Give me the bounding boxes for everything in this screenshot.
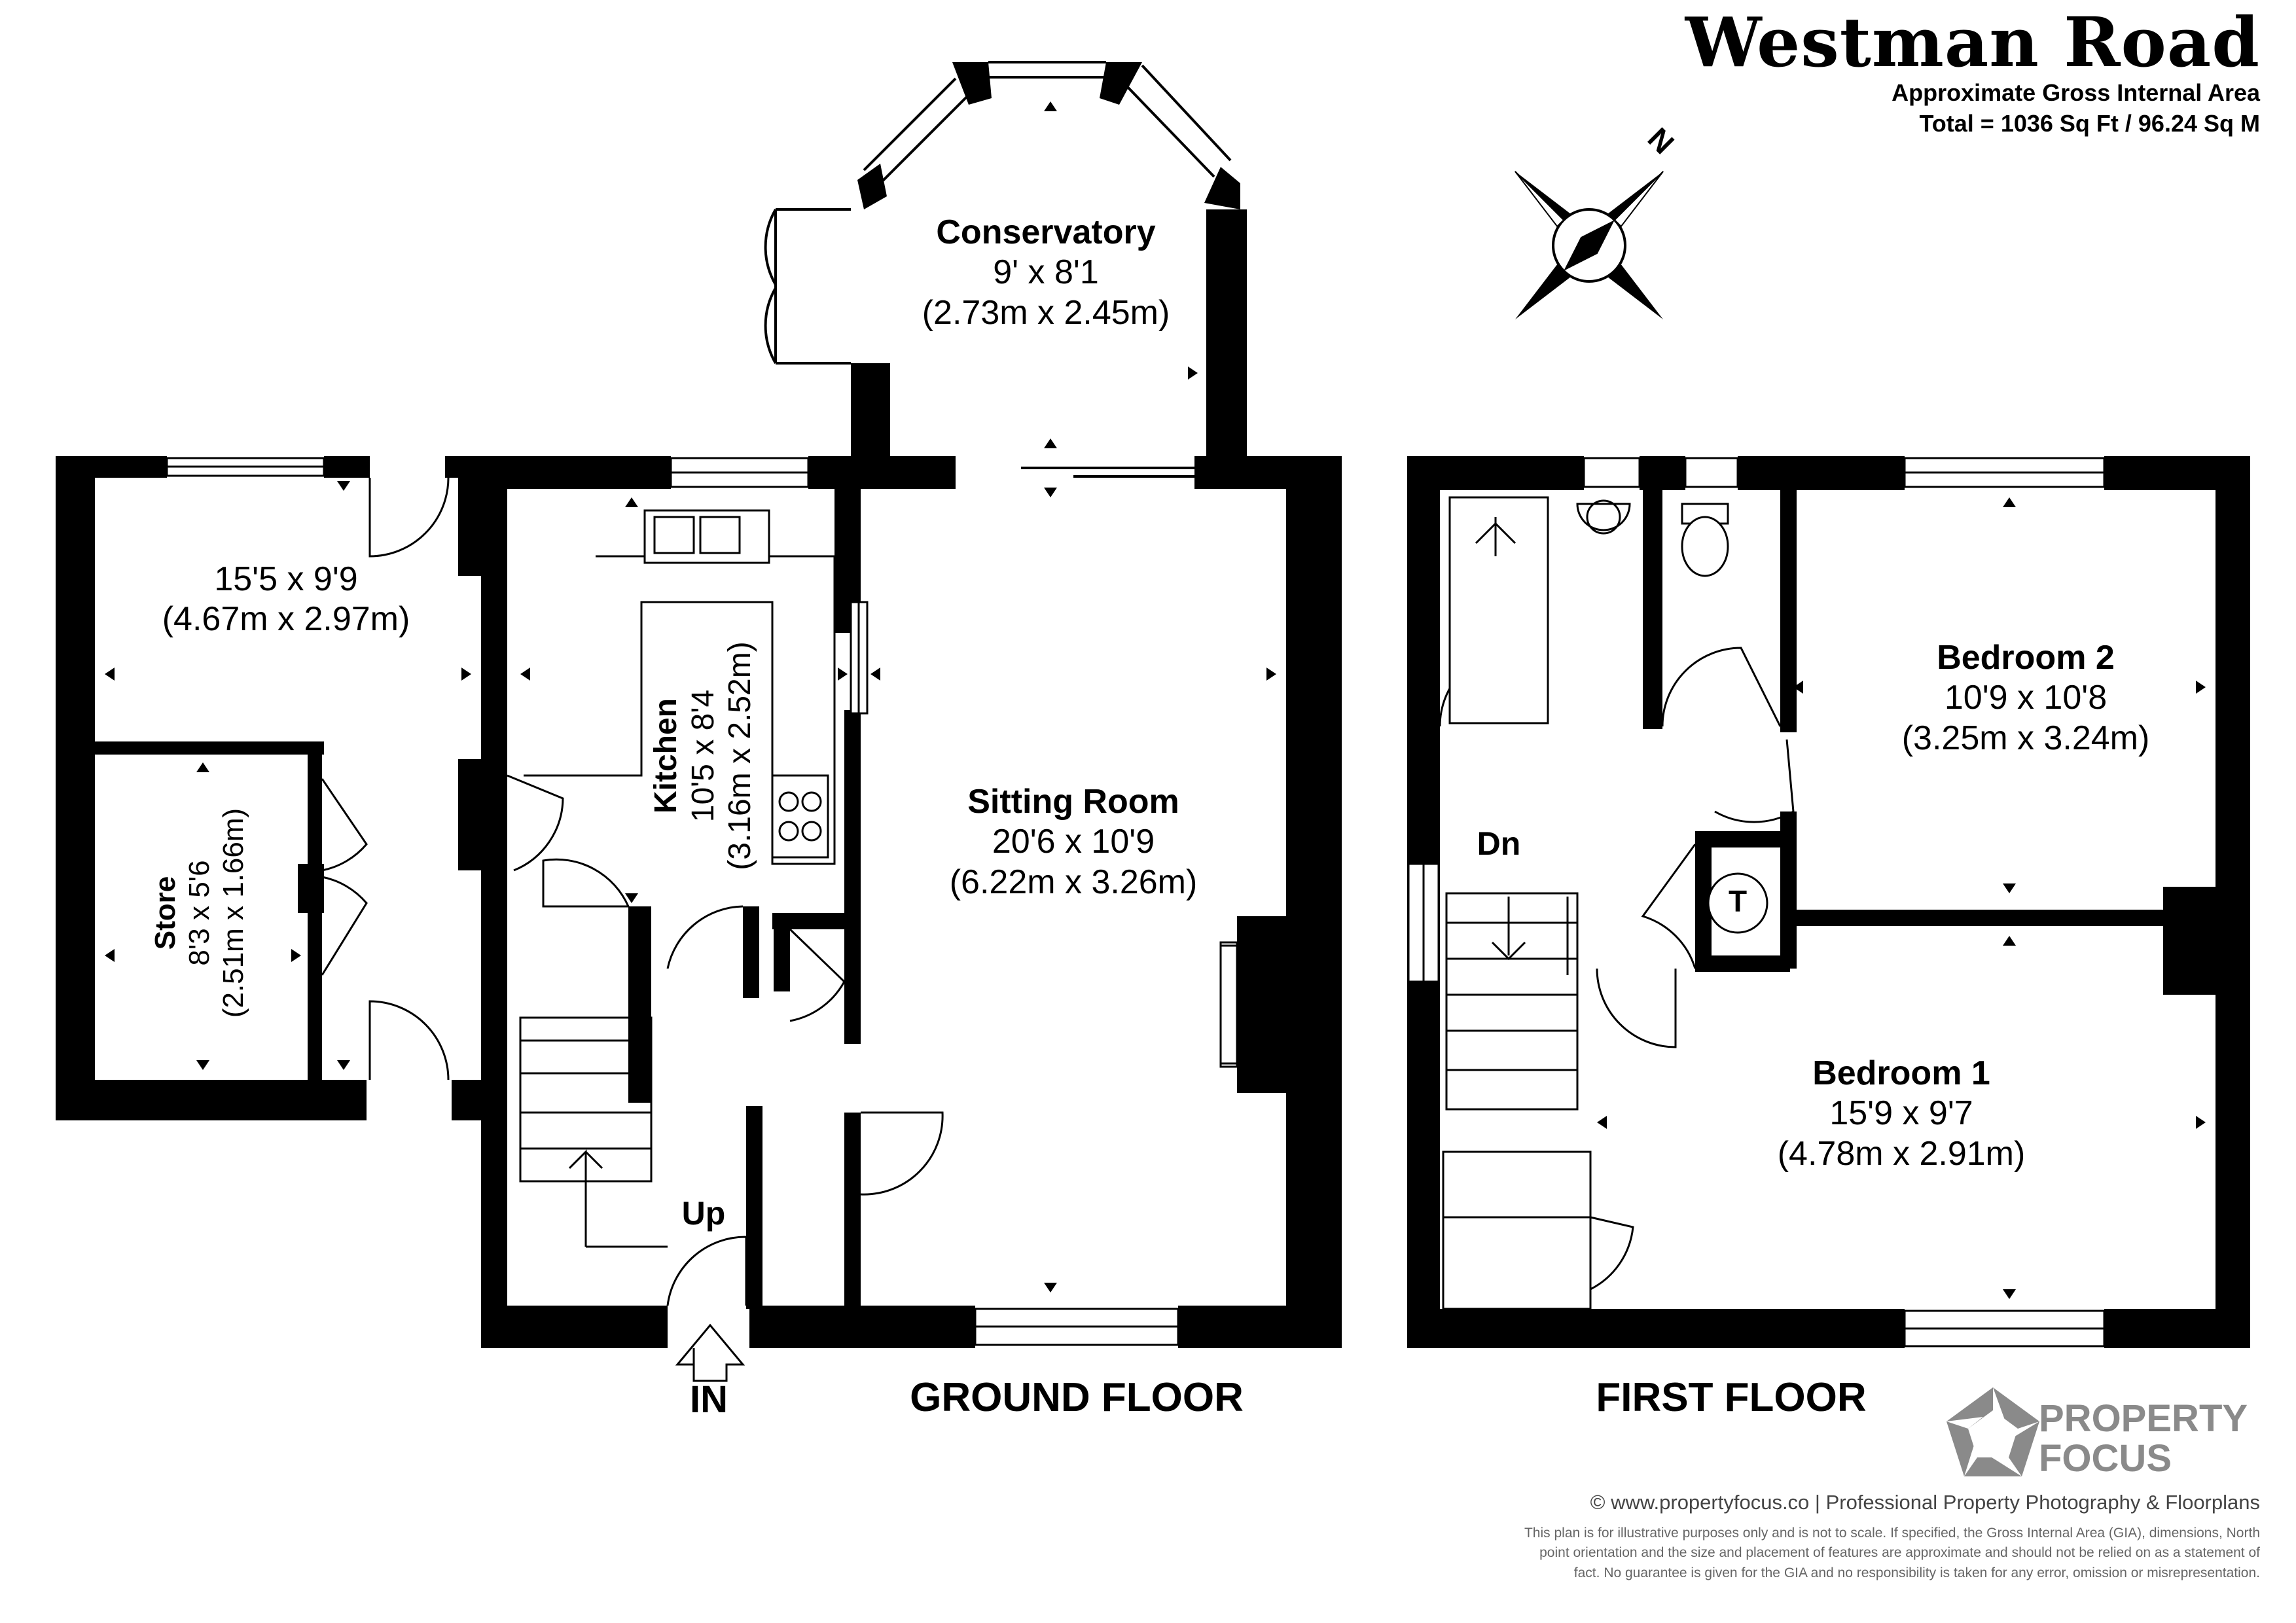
disclaimer-line: point orientation and the size and place… [1539, 1545, 2260, 1561]
property-title: Westman Road [1685, 2, 2260, 82]
room-label-store: Store 8'3 x 5'6 (2.51m x 1.66m) [149, 808, 251, 1018]
ground-floor-walls [481, 456, 1342, 1348]
dimension-arrows [105, 101, 2206, 1299]
room-dimensions-metric: (6.22m x 3.26m) [949, 863, 1198, 901]
room-label-bedroom-1: Bedroom 1 15'9 x 9'7 (4.78m x 2.91m) [1778, 1054, 2026, 1174]
room-name: Bedroom 2 [1937, 639, 2115, 677]
stairs-down-label: Dn [1477, 825, 1521, 862]
room-name: Conservatory [936, 213, 1156, 251]
outbuilding-walls [56, 456, 481, 1120]
room-name: Sitting Room [967, 783, 1179, 821]
room-dimensions-imperial: 15'5 x 9'9 [214, 560, 358, 598]
disclaimer-line: This plan is for illustrative purposes o… [1524, 1525, 2260, 1541]
brand-wordmark: PROPERTY FOCUS [2039, 1399, 2248, 1479]
room-dimensions-metric: (2.51m x 1.66m) [217, 808, 249, 1018]
ground-floor-label: GROUND FLOOR [910, 1375, 1244, 1420]
room-dimensions-metric: (4.67m x 2.97m) [162, 600, 410, 639]
room-label-sitting-room: Sitting Room 20'6 x 10'9 (6.22m x 3.26m) [950, 782, 1198, 902]
room-dimensions-imperial: 8'3 x 5'6 [183, 860, 216, 966]
footer-credit: © www.propertyfocus.co | Professional Pr… [1590, 1491, 2260, 1514]
entrance-label: IN [690, 1378, 728, 1421]
property-focus-logo-icon [1946, 1387, 2039, 1476]
room-dimensions-metric: (3.16m x 2.52m) [723, 641, 758, 870]
footer-disclaimer: This plan is for illustrative purposes o… [1524, 1524, 2260, 1583]
conservatory-glazing [764, 61, 1232, 478]
room-name: Bedroom 1 [1812, 1054, 1990, 1092]
room-label-bedroom-2: Bedroom 2 10'9 x 10'8 (3.25m x 3.24m) [1902, 638, 2150, 758]
room-label-conservatory: Conservatory 9' x 8'1 (2.73m x 2.45m) [922, 213, 1170, 333]
brand-line-1: PROPERTY [2039, 1397, 2248, 1440]
disclaimer-line: fact. No guarantee is given for the GIA … [1573, 1565, 2260, 1580]
water-tank-label: T [1728, 884, 1748, 918]
stairs-up-label: Up [681, 1195, 726, 1232]
room-label-kitchen: Kitchen 10'5 x 8'4 (3.16m x 2.52m) [648, 641, 759, 870]
area-total: Total = 1036 Sq Ft / 96.24 Sq M [1919, 109, 2260, 137]
window-mullions [167, 465, 2104, 1330]
area-heading: Approximate Gross Internal Area [1892, 79, 2260, 107]
fittings [519, 496, 1768, 1310]
room-dimensions-metric: (2.73m x 2.45m) [922, 293, 1170, 332]
brand-line-2: FOCUS [2039, 1436, 2172, 1480]
room-name: Kitchen [649, 698, 684, 814]
compass-icon [1515, 171, 1664, 320]
room-dimensions-metric: (4.78m x 2.91m) [1777, 1134, 2026, 1173]
room-dimensions-imperial: 9' x 8'1 [993, 253, 1099, 292]
first-floor-label: FIRST FLOOR [1596, 1375, 1867, 1420]
room-dimensions-imperial: 20'6 x 10'9 [992, 823, 1155, 861]
doors [321, 477, 1795, 1306]
conservatory-walls [851, 62, 1247, 458]
room-dimensions-metric: (3.25m x 3.24m) [1901, 719, 2150, 757]
room-dimensions-imperial: 10'5 x 8'4 [685, 689, 721, 823]
entrance-arrow-icon [675, 1323, 745, 1382]
room-name: Store [149, 876, 182, 950]
room-label-outbuilding: 15'5 x 9'9 (4.67m x 2.97m) [162, 560, 410, 640]
room-dimensions-imperial: 10'9 x 10'8 [1944, 679, 2108, 717]
plan-title-block: Westman Road Approximate Gross Internal … [1685, 7, 2260, 139]
room-dimensions-imperial: 15'9 x 9'7 [1829, 1094, 1973, 1133]
